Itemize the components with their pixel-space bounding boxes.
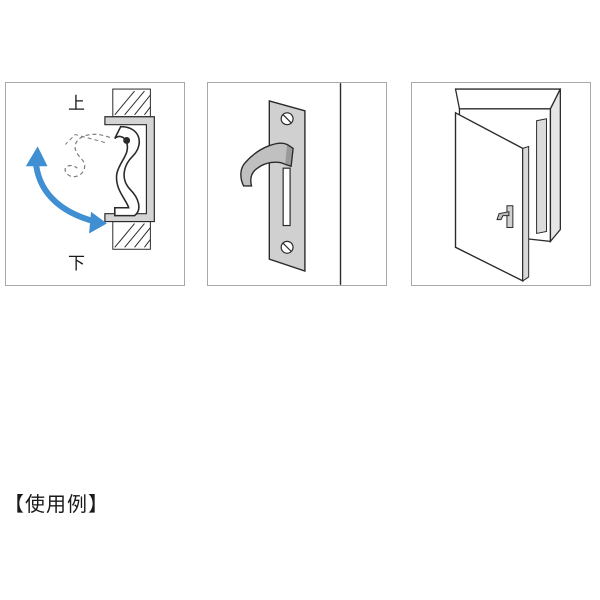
- cabinet-illustration: [454, 88, 562, 283]
- wall-section: [112, 88, 151, 250]
- cabinet-side: [549, 88, 561, 244]
- latch-slot: [282, 167, 291, 227]
- cabinet-top: [454, 88, 562, 110]
- latch-hook: [240, 142, 294, 187]
- rotation-arrow: [32, 157, 98, 225]
- hook-mechanism-panel: 上 下: [5, 82, 185, 286]
- pivot-pin: [123, 137, 131, 144]
- bracket-plate: [104, 116, 155, 223]
- door-latch-icon: [506, 205, 514, 229]
- ghost-hook: [64, 133, 111, 178]
- latch-plate-panel: [207, 82, 387, 286]
- latch-plate-illustration: [240, 83, 342, 285]
- direction-label-down: 下: [68, 254, 85, 274]
- usage-example-caption: 【使用例】: [4, 492, 109, 516]
- cabinet-panel: [411, 82, 591, 286]
- direction-label-up: 上: [68, 94, 85, 114]
- hook-mechanism-illustration: [25, 88, 155, 250]
